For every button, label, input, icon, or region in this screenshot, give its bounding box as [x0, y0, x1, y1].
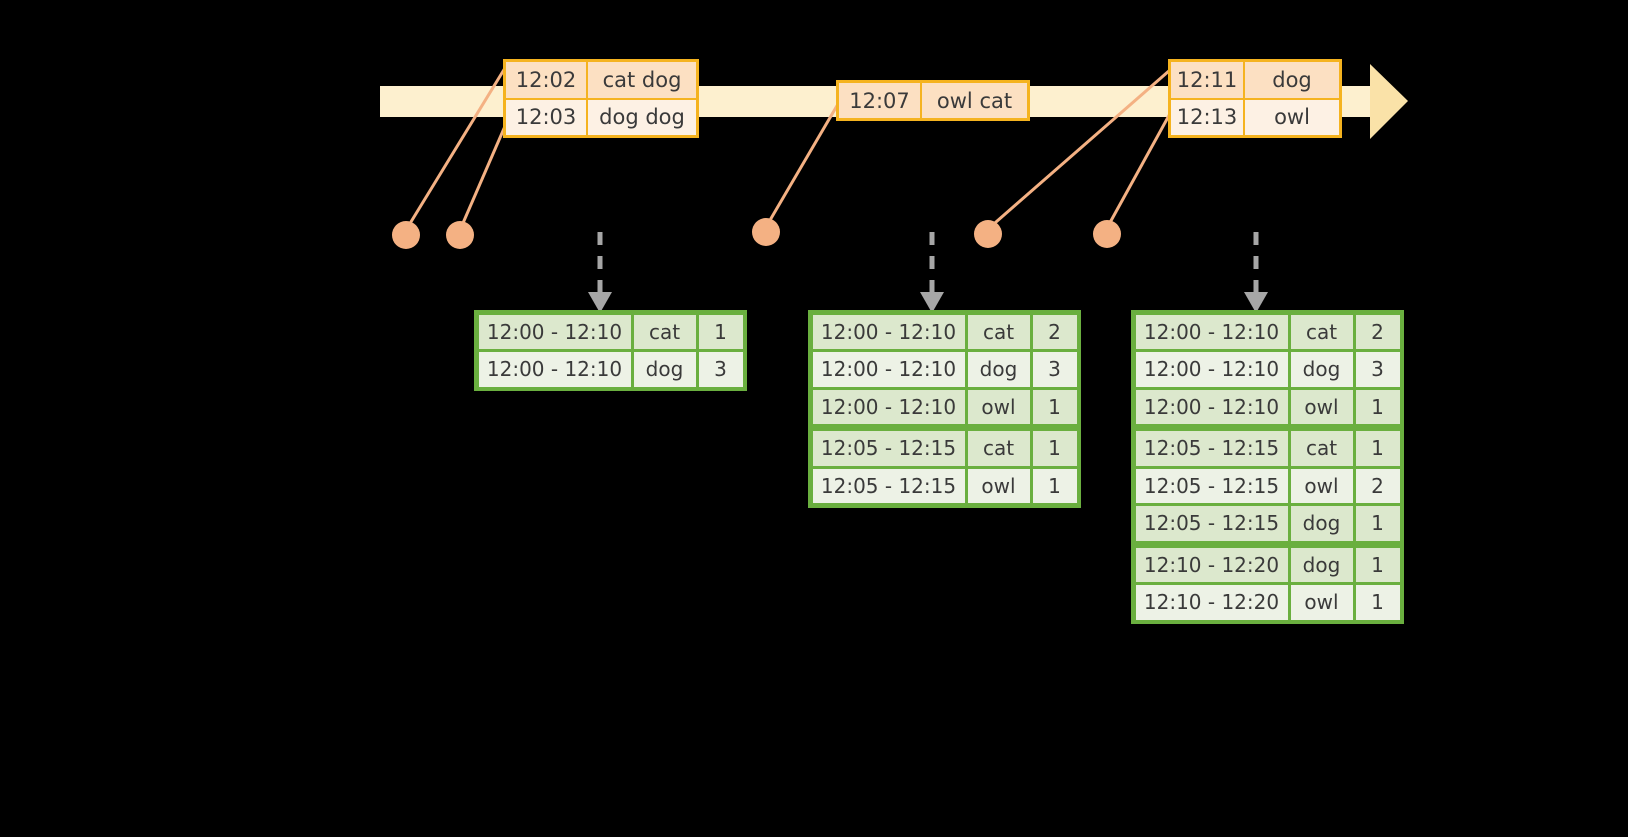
- event-time: 12:11: [1171, 62, 1245, 98]
- event-time: 12:13: [1171, 99, 1245, 135]
- event-time: 12:07: [839, 83, 922, 118]
- cell-count: 3: [698, 352, 743, 387]
- cell-key: owl: [967, 389, 1030, 424]
- cell-window: 12:00 - 12:10: [1135, 352, 1288, 387]
- connector-line-1: [404, 67, 507, 231]
- cell-count: 2: [1355, 468, 1400, 503]
- timeline-arrowhead: [1370, 64, 1408, 139]
- cell-count: 1: [1032, 431, 1077, 466]
- cell-key: cat: [967, 314, 1030, 349]
- cell-window: 12:05 - 12:15: [812, 431, 965, 466]
- connector-dot-1: [392, 221, 420, 249]
- event-row: 12:13 owl: [1171, 97, 1339, 135]
- connector-line-5: [1105, 109, 1174, 229]
- cell-count: 2: [1032, 314, 1077, 349]
- cell-count: 1: [1355, 431, 1400, 466]
- cell-window: 12:00 - 12:10: [812, 389, 965, 424]
- connector-dot-5: [1093, 220, 1121, 248]
- cell-window: 12:00 - 12:10: [1135, 314, 1288, 349]
- cell-key: cat: [1290, 431, 1353, 466]
- cell-window: 12:05 - 12:15: [1135, 431, 1288, 466]
- cell-count: 1: [1355, 506, 1400, 541]
- cell-count: 1: [1032, 389, 1077, 424]
- cell-count: 1: [698, 314, 743, 349]
- cell-key: dog: [1290, 506, 1353, 541]
- connector-line-3: [764, 103, 840, 228]
- event-value: cat dog: [588, 62, 696, 98]
- connector-dots: [392, 218, 1121, 249]
- cell-window: 12:05 - 12:15: [1135, 468, 1288, 503]
- event-value: dog dog: [588, 99, 696, 135]
- event-time: 12:03: [506, 99, 588, 135]
- dashed-arrows: [597, 232, 1259, 292]
- event-row: 12:02 cat dog: [506, 62, 696, 98]
- cell-count: 1: [1355, 547, 1400, 582]
- cell-window: 12:05 - 12:15: [812, 468, 965, 503]
- cell-window: 12:10 - 12:20: [1135, 585, 1288, 620]
- cell-count: 3: [1032, 352, 1077, 387]
- cell-key: owl: [967, 468, 1030, 503]
- event-row: 12:07 owl cat: [839, 83, 1027, 118]
- cell-window: 12:00 - 12:10: [478, 352, 631, 387]
- cell-window: 12:00 - 12:10: [812, 314, 965, 349]
- cell-count: 3: [1355, 352, 1400, 387]
- event-time: 12:02: [506, 62, 588, 98]
- cell-key: owl: [1290, 389, 1353, 424]
- table-group-separator: [1134, 425, 1401, 430]
- event-box-1[interactable]: 12:02 cat dog 12:03 dog dog: [503, 59, 699, 138]
- table-group-separator: [811, 425, 1078, 430]
- cell-key: cat: [967, 431, 1030, 466]
- cell-key: dog: [1290, 547, 1353, 582]
- cell-count: 1: [1355, 585, 1400, 620]
- cell-count: 2: [1355, 314, 1400, 349]
- event-box-3[interactable]: 12:11 dog 12:13 owl: [1168, 59, 1342, 138]
- event-value: owl cat: [922, 83, 1027, 118]
- cell-count: 1: [1355, 389, 1400, 424]
- cell-key: dog: [967, 352, 1030, 387]
- cell-window: 12:00 - 12:10: [1135, 389, 1288, 424]
- table-group-separator: [1134, 542, 1401, 546]
- connector-dot-4: [974, 220, 1002, 248]
- connector-dot-2: [446, 221, 474, 249]
- cell-key: cat: [1290, 314, 1353, 349]
- connector-dot-3: [752, 218, 780, 246]
- event-row: 12:03 dog dog: [506, 97, 696, 135]
- event-value: owl: [1245, 99, 1339, 135]
- cell-key: dog: [633, 352, 696, 387]
- cell-key: cat: [633, 314, 696, 349]
- cell-window: 12:05 - 12:15: [1135, 506, 1288, 541]
- cell-window: 12:10 - 12:20: [1135, 547, 1288, 582]
- event-row: 12:11 dog: [1171, 62, 1339, 98]
- cell-count: 1: [1032, 468, 1077, 503]
- cell-key: dog: [1290, 352, 1353, 387]
- event-value: dog: [1245, 62, 1339, 98]
- cell-window: 12:00 - 12:10: [478, 314, 631, 349]
- cell-key: owl: [1290, 585, 1353, 620]
- cell-key: owl: [1290, 468, 1353, 503]
- event-box-2[interactable]: 12:07 owl cat: [836, 80, 1030, 121]
- cell-window: 12:00 - 12:10: [812, 352, 965, 387]
